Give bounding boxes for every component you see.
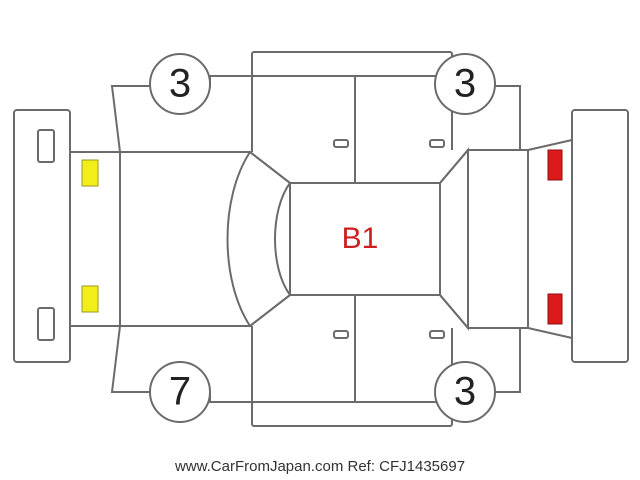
wheel-front-left: [149, 53, 211, 115]
front-light-top: [81, 159, 99, 187]
rear-light-bottom: [547, 293, 563, 325]
front-bumper-mark-bottom: [37, 307, 55, 341]
grade-rear-right: 3: [454, 370, 476, 414]
watermark-ref: www.CarFromJapan.com Ref: CFJ1435697: [174, 458, 466, 475]
wheel-rear-right: [434, 361, 496, 423]
front-bumper-mark-top: [37, 129, 55, 163]
top-roof-rail: [251, 51, 453, 77]
grade-rear-left: 7: [169, 370, 191, 414]
grade-front-right: 3: [454, 62, 476, 106]
wheel-front-right: [434, 53, 496, 115]
grade-front-left: 3: [169, 62, 191, 106]
trunk: [467, 149, 529, 329]
center-damage-code: B1: [342, 222, 379, 255]
rear-bumper: [571, 109, 629, 363]
front-light-bottom: [81, 285, 99, 313]
windshield: [226, 150, 292, 328]
wheel-rear-left: [149, 361, 211, 423]
hood-outline: [69, 151, 121, 327]
front-bumper: [13, 109, 71, 363]
bottom-roof-rail: [251, 401, 453, 427]
rear-window: [439, 147, 469, 331]
rear-light-top: [547, 149, 563, 181]
